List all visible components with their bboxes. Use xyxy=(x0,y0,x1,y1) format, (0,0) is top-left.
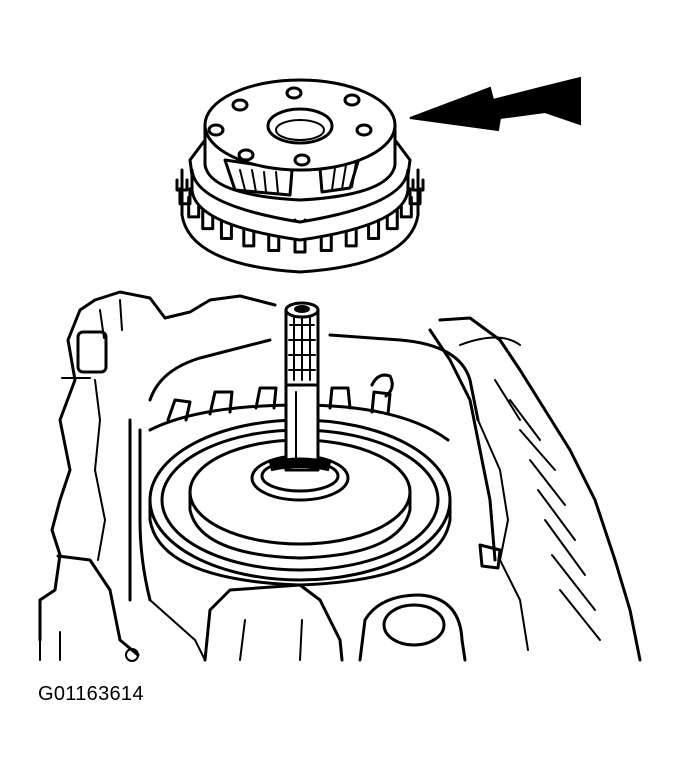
figure-code: G01163614 xyxy=(38,683,144,705)
planetary-gear-icon xyxy=(175,78,425,274)
input-shaft-icon xyxy=(268,301,332,472)
gear-tooth xyxy=(399,195,413,219)
arrow-left-icon xyxy=(409,76,581,132)
gear-tooth xyxy=(187,195,201,219)
gear-band xyxy=(180,168,420,274)
bearing-ring xyxy=(148,418,452,587)
gear-tooth xyxy=(178,187,192,206)
gear-tooth xyxy=(408,187,422,206)
